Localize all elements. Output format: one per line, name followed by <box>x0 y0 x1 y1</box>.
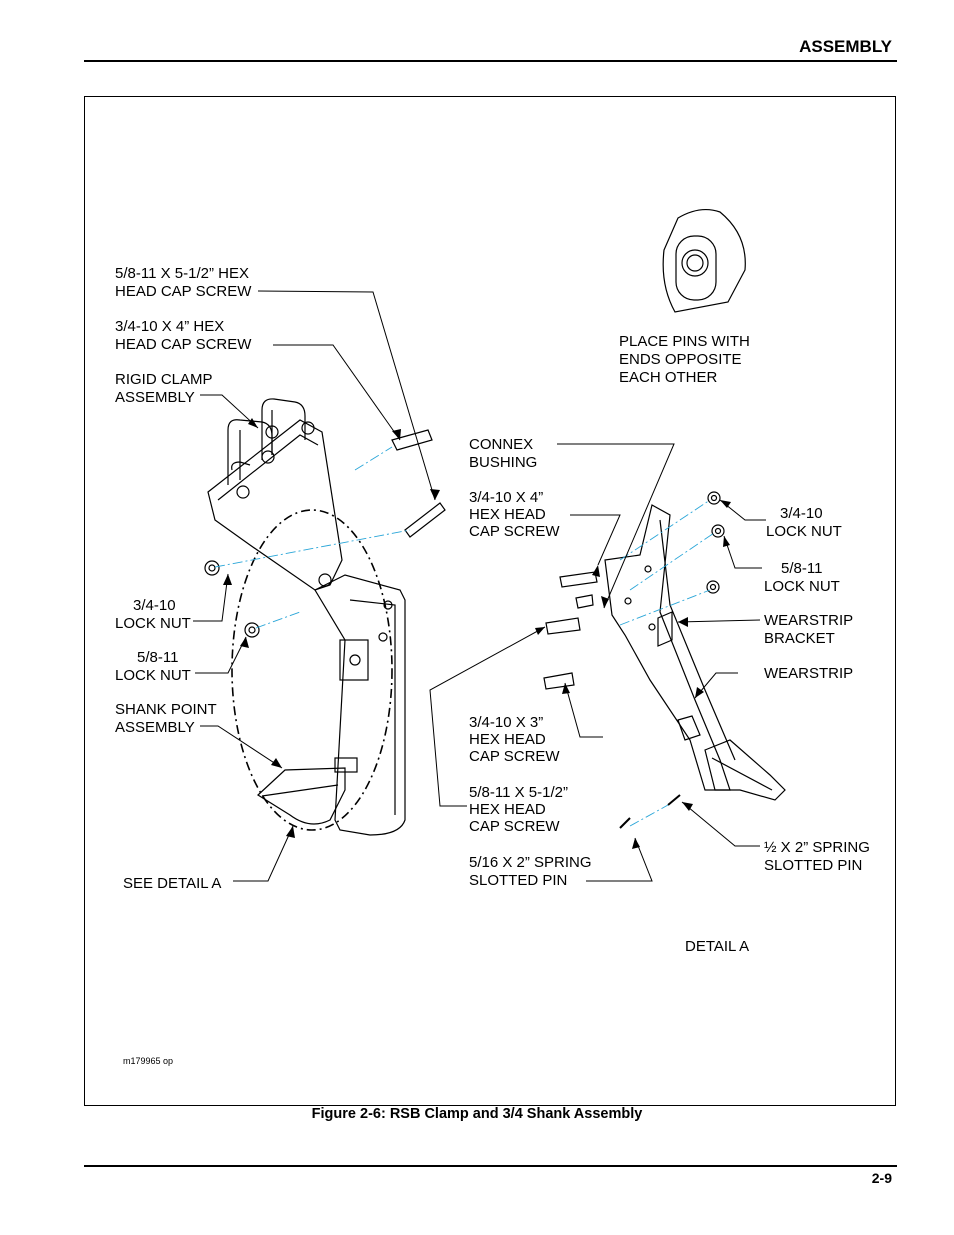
footer-rule <box>84 1165 897 1167</box>
detail-lock-nuts <box>706 491 725 594</box>
part-number: m179965 op <box>123 1056 173 1066</box>
section-title: ASSEMBLY <box>799 37 892 56</box>
shank-point-detail <box>704 739 786 801</box>
svg-text:DETAIL A: DETAIL A <box>685 938 749 955</box>
detail-bolts <box>543 571 598 690</box>
wearstrip-bracket-shape <box>657 611 673 647</box>
left-bolts <box>391 429 446 538</box>
header-rule <box>84 60 897 62</box>
shank-point-left <box>257 767 346 825</box>
shank <box>314 574 406 836</box>
u-bolt-2 <box>261 398 306 460</box>
clamp-nuts <box>236 421 332 587</box>
shank-detail <box>604 504 731 791</box>
page-number: 2-9 <box>871 1170 892 1186</box>
left-lock-nuts <box>204 560 260 638</box>
arrowheads <box>223 418 731 849</box>
figure-caption: Figure 2-6: RSB Clamp and 3/4 Shank Asse… <box>311 1106 643 1122</box>
detail-circle <box>231 509 393 831</box>
clamp-plate <box>207 419 343 591</box>
svg-text:WEARSTRIP: WEARSTRIP <box>764 665 853 682</box>
figure-frame <box>84 96 896 1106</box>
pin-detail-inset <box>662 208 746 313</box>
svg-text:SEE DETAIL A: SEE DETAIL A <box>123 875 221 892</box>
